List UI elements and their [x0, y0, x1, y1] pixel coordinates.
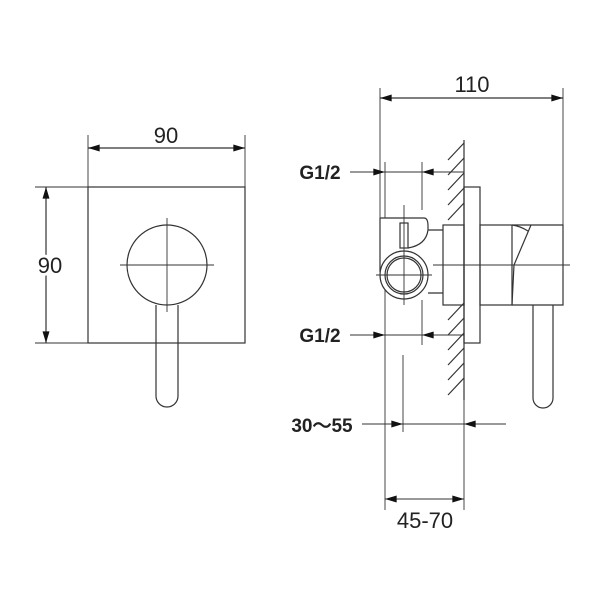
inlet-bottom-label: G1/2 — [299, 326, 340, 347]
side-view: 110 G1/2 G1/2 30～55 45-70 — [291, 72, 570, 533]
lever-handle — [155, 305, 179, 408]
width-label: 90 — [154, 123, 178, 148]
wall-range-label: 30～55 — [291, 416, 353, 437]
depth-label: 110 — [454, 72, 489, 97]
front-view: 90 90 — [35, 123, 246, 408]
height-label: 90 — [38, 253, 62, 278]
cover-plate — [87, 186, 246, 344]
inlet-top-label: G1/2 — [299, 163, 340, 184]
side-lever — [532, 305, 554, 409]
wall-hatching — [447, 142, 465, 396]
install-depth-label: 45-70 — [397, 508, 453, 533]
